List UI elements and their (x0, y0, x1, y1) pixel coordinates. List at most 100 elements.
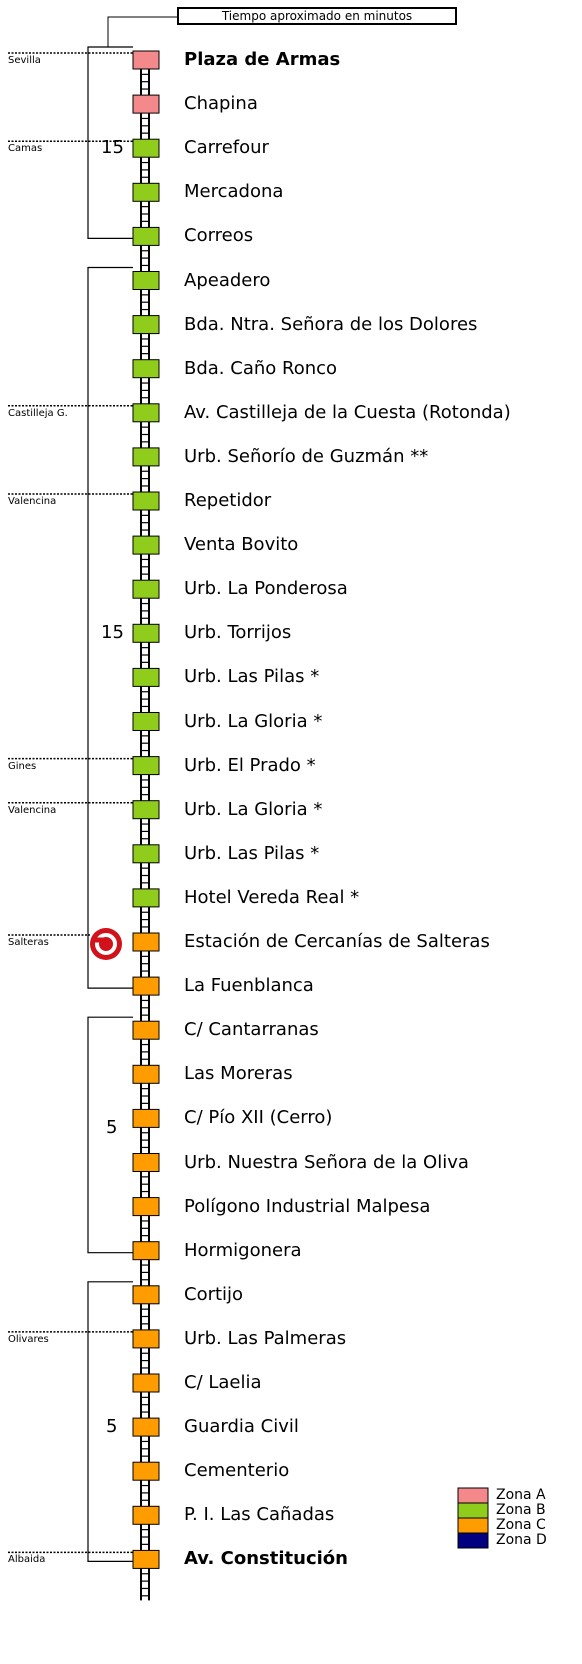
stop-square-6 (132, 315, 160, 335)
town-label-1: Camas (8, 143, 43, 155)
town-label-8: Albaida (8, 1554, 46, 1566)
segment-time-2: 5 (106, 1117, 118, 1139)
stop-label-6: Bda. Ntra. Señora de los Dolores (184, 313, 478, 335)
stop-label-16: Urb. El Prado * (184, 754, 316, 776)
stop-square-23 (132, 1064, 160, 1084)
stop-label-23: Las Moreras (184, 1063, 293, 1085)
stop-label-4: Correos (184, 225, 254, 247)
legend-label-C: Zona C (496, 1517, 546, 1533)
segment-bracket-3 (87, 1281, 133, 1563)
stop-square-12 (132, 579, 160, 599)
stop-label-24: C/ Pío XII (Cerro) (184, 1107, 333, 1129)
stop-square-18 (132, 844, 160, 864)
segment-time-3: 5 (106, 1416, 118, 1438)
stop-square-3 (132, 182, 160, 202)
stop-square-24 (132, 1108, 160, 1128)
legend-label-A: Zona A (496, 1487, 546, 1503)
stop-label-22: C/ Cantarranas (184, 1019, 319, 1041)
stop-square-21 (132, 976, 160, 996)
stop-square-17 (132, 800, 160, 820)
stop-label-8: Av. Castilleja de la Cuesta (Rotonda) (184, 401, 511, 423)
stop-square-8 (132, 403, 160, 423)
stop-label-3: Mercadona (184, 181, 284, 203)
stop-label-14: Urb. Las Pilas * (184, 666, 320, 688)
segment-bracket-0 (87, 46, 133, 239)
stop-label-2: Carrefour (184, 137, 269, 159)
stop-label-28: Cortijo (184, 1283, 244, 1305)
stop-square-4 (132, 226, 160, 246)
stop-label-34: Av. Constitución (184, 1548, 348, 1570)
legend-swatch-C (457, 1517, 489, 1534)
stop-square-32 (132, 1461, 160, 1481)
segment-time-1: 15 (101, 622, 124, 644)
stop-label-13: Urb. Torrijos (184, 622, 292, 644)
stop-label-7: Bda. Caño Ronco (184, 357, 338, 379)
stop-label-29: Urb. Las Palmeras (184, 1327, 347, 1349)
header-connector-line (107, 16, 177, 47)
stop-square-19 (132, 888, 160, 908)
stop-square-31 (132, 1417, 160, 1437)
stop-square-30 (132, 1373, 160, 1393)
stop-label-30: C/ Laelia (184, 1372, 262, 1393)
segment-bracket-1 (87, 266, 133, 989)
town-label-3: Valencina (8, 496, 57, 507)
stop-label-5: Apeadero (184, 269, 271, 291)
stop-label-18: Urb. Las Pilas * (184, 842, 320, 864)
stop-label-26: Polígono Industrial Malpesa (184, 1195, 431, 1217)
stop-label-10: Repetidor (184, 490, 272, 511)
legend-swatch-A (457, 1487, 489, 1504)
stop-square-11 (132, 535, 160, 555)
stop-square-28 (132, 1285, 160, 1305)
stop-label-15: Urb. La Gloria * (184, 710, 323, 732)
stop-square-34 (132, 1549, 160, 1569)
stop-square-0 (132, 50, 160, 70)
stop-label-21: La Fuenblanca (184, 975, 314, 997)
stop-label-11: Venta Bovito (184, 534, 299, 556)
stop-label-0: Plaza de Armas (184, 49, 341, 70)
stop-label-32: Cementerio (184, 1460, 290, 1482)
segment-bracket-2 (87, 1016, 133, 1254)
stop-label-19: Hotel Vereda Real * (184, 886, 360, 908)
stop-square-5 (132, 271, 160, 290)
segment-time-0: 15 (101, 137, 124, 159)
stop-square-10 (132, 491, 160, 511)
stop-square-13 (132, 623, 160, 643)
stop-square-26 (132, 1197, 160, 1217)
stop-square-27 (132, 1241, 160, 1261)
town-label-6: Salteras (8, 937, 49, 948)
train-station-icon-ring (95, 933, 117, 955)
town-label-7: Olivares (8, 1333, 49, 1345)
stop-label-17: Urb. La Gloria * (184, 798, 323, 820)
stop-square-25 (132, 1153, 160, 1172)
town-label-0: Sevilla (8, 55, 41, 66)
stop-square-29 (132, 1329, 160, 1349)
town-label-5: Valencina (8, 804, 57, 816)
stop-label-31: Guardia Civil (184, 1416, 299, 1438)
town-label-2: Castilleja G. (8, 407, 68, 419)
stop-label-25: Urb. Nuestra Señora de la Oliva (184, 1151, 469, 1173)
legend-swatch-B (457, 1502, 489, 1519)
stop-label-9: Urb. Señorío de Guzmán ** (184, 445, 429, 467)
stop-square-15 (132, 712, 160, 731)
stop-label-20: Estación de Cercanías de Salteras (184, 931, 490, 952)
stop-square-14 (132, 667, 160, 687)
train-station-icon-cut (92, 937, 109, 947)
stop-square-9 (132, 447, 160, 467)
stop-square-1 (132, 94, 160, 114)
time-legend-title: Tiempo aproximado en minutos (177, 7, 457, 25)
stop-label-1: Chapina (184, 93, 258, 115)
stop-square-20 (132, 932, 160, 952)
stop-label-12: Urb. La Ponderosa (184, 578, 348, 600)
town-label-4: Gines (8, 760, 37, 772)
legend-label-B: Zona B (496, 1502, 546, 1518)
legend-label-D: Zona D (496, 1532, 547, 1548)
stop-label-33: P. I. Las Cañadas (184, 1504, 335, 1526)
stop-square-33 (132, 1505, 160, 1525)
stop-square-22 (132, 1020, 160, 1040)
stop-square-16 (132, 756, 160, 776)
stop-label-27: Hormigonera (184, 1239, 302, 1261)
stop-square-2 (132, 138, 160, 158)
stop-square-7 (132, 359, 160, 379)
legend-swatch-D (457, 1532, 489, 1549)
